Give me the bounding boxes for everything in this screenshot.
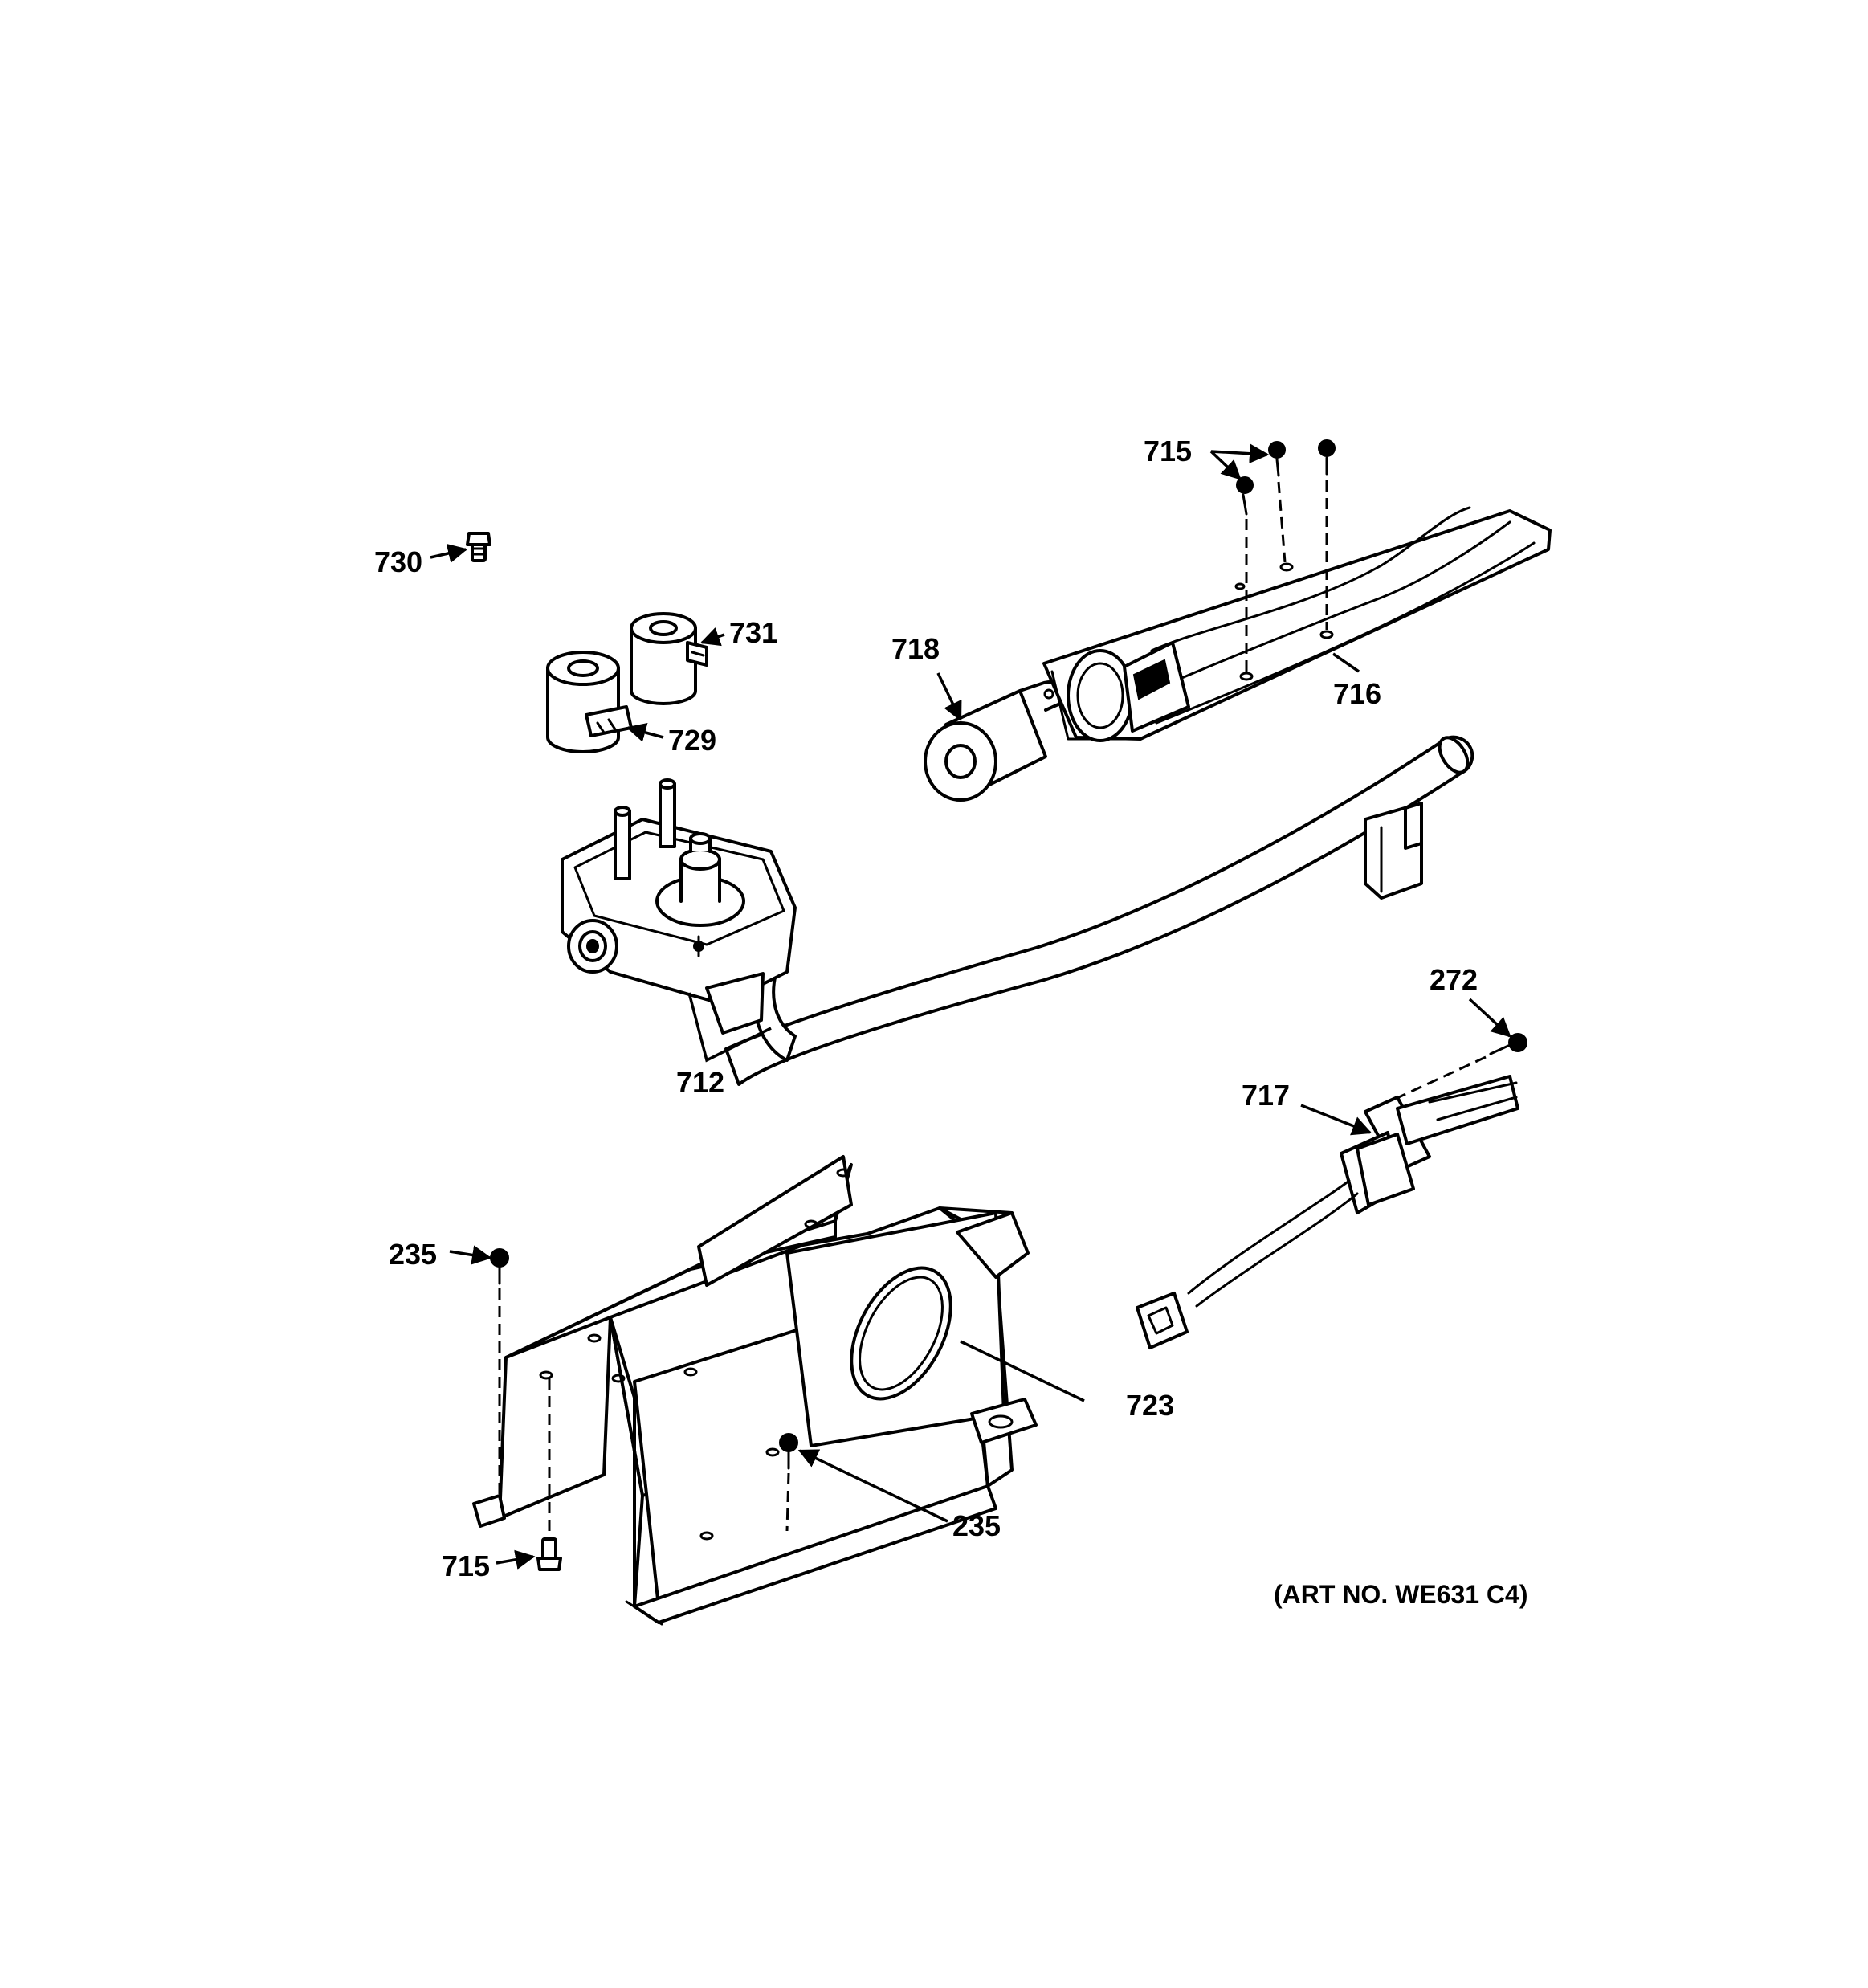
- part-723-bracket: [472, 1155, 1085, 1626]
- part-715-burner-screws: [1209, 439, 1336, 675]
- callout-717: 717: [1242, 1079, 1290, 1112]
- callout-235-bottom: 235: [952, 1509, 1001, 1542]
- callout-235-left: 235: [389, 1238, 437, 1271]
- callout-272: 272: [1430, 963, 1478, 996]
- part-731-coil: [630, 612, 725, 705]
- callout-715-top: 715: [1144, 435, 1192, 467]
- callout-718: 718: [891, 632, 940, 665]
- callout-731: 731: [729, 616, 777, 649]
- part-718-shutter: [924, 672, 1075, 802]
- callout-715-bottom: 715: [442, 1549, 490, 1582]
- part-716-burner: [1042, 506, 1552, 742]
- callout-712: 712: [676, 1066, 724, 1099]
- callout-723: 723: [1126, 1389, 1174, 1422]
- part-712-gas-valve: [561, 735, 1474, 1086]
- part-730-screw: [430, 532, 491, 563]
- callout-729: 729: [668, 724, 716, 757]
- callout-716: 716: [1333, 677, 1381, 710]
- part-717-igniter: [1136, 1075, 1519, 1349]
- callout-730: 730: [374, 545, 422, 578]
- part-715-bracket-screw: [496, 1377, 562, 1571]
- part-729-coil: [546, 651, 664, 753]
- art-number: (ART NO. WE631 C4): [1274, 1580, 1527, 1609]
- part-235-screws: [449, 1245, 948, 1532]
